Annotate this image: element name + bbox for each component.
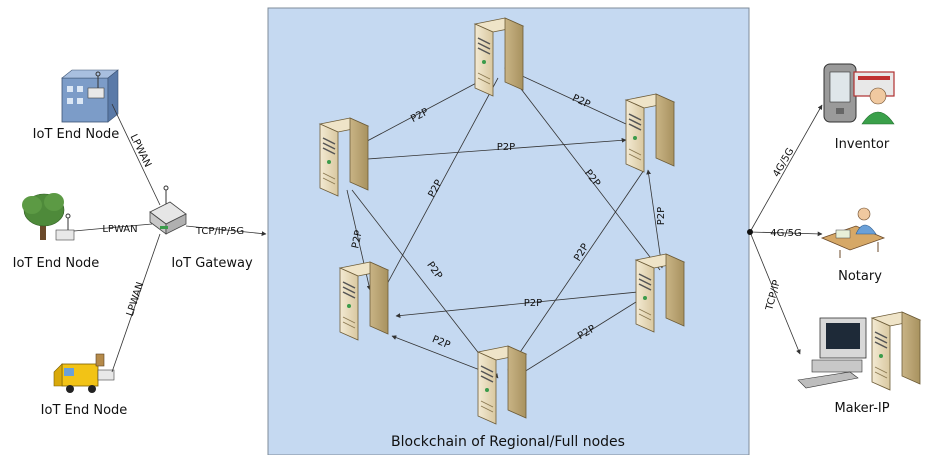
iot-node-label-3: IoT End Node <box>41 403 128 418</box>
person-icon <box>853 71 895 125</box>
region-caption: Blockchain of Regional/Full nodes <box>391 434 625 450</box>
link-label-notary: 4G/5G <box>770 228 802 239</box>
computer-icon <box>797 317 867 389</box>
p2p-label: P2P <box>524 298 542 309</box>
notary-label: Notary <box>838 269 882 284</box>
hub-dot <box>747 229 753 235</box>
p2p-label: P2P <box>656 207 667 225</box>
link-label-gateway: TCP/IP/5G <box>195 226 244 237</box>
p2p-label: P2P <box>497 142 515 153</box>
pda-icon <box>823 63 857 123</box>
iot-node-label-2: IoT End Node <box>13 256 100 271</box>
p2p-label: P2P <box>350 229 365 249</box>
tree-icon <box>22 193 75 241</box>
link-label-lpwan-mid: LPWAN <box>102 224 137 235</box>
maker-server <box>871 311 921 391</box>
inventor-label: Inventor <box>835 137 890 152</box>
gateway-icon <box>149 185 187 235</box>
iot-links <box>73 103 267 373</box>
p2p-edges <box>346 67 664 383</box>
gateway-label: IoT Gateway <box>171 256 253 271</box>
link-label-lpwan-bot: LPWAN <box>125 281 146 318</box>
truck-icon <box>53 353 115 393</box>
maker-label: Maker-IP <box>834 401 889 416</box>
link-label-inventor: 4G/5G <box>771 146 796 179</box>
endpoint-links <box>749 104 823 355</box>
link-label-maker: TCP/IP <box>764 279 783 313</box>
iot-node-label-1: IoT End Node <box>33 127 120 142</box>
notary-desk-icon <box>820 207 886 258</box>
building-icon <box>61 69 119 123</box>
